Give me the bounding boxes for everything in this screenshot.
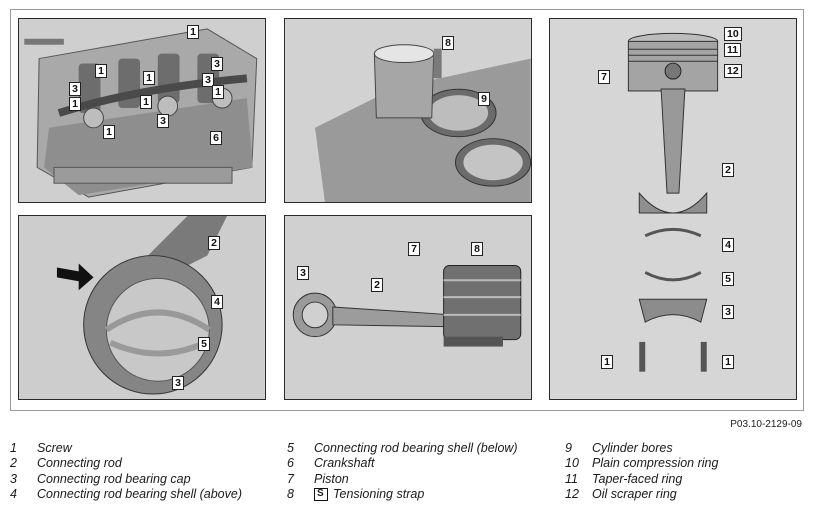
conrod-closeup-illustration	[19, 216, 265, 399]
callout-7: 7	[598, 70, 610, 84]
cylinder-bores-illustration	[285, 19, 531, 202]
callout-1: 1	[722, 355, 734, 369]
callout-1: 1	[140, 95, 152, 109]
callout-3: 3	[211, 57, 223, 71]
legend-number: 9	[565, 440, 572, 455]
legend-number: 7	[287, 471, 294, 486]
legend-column-2: 5 Connecting rod bearing shell (below) 6 C…	[287, 440, 518, 502]
callout-6: 6	[210, 131, 222, 145]
callout-5: 5	[722, 272, 734, 286]
callout-8: 8	[442, 36, 454, 50]
callout-1: 1	[95, 64, 107, 78]
panel-engine-block-crankshaft: 1 1 3 1 3 1 3 1 3 1 6 1	[18, 18, 266, 203]
legend-row: 11 Taper-faced ring	[565, 471, 718, 487]
engine-block-illustration	[19, 19, 265, 202]
callout-2: 2	[722, 163, 734, 177]
callout-12: 12	[724, 64, 742, 78]
callout-10: 10	[724, 27, 742, 41]
figure-code: P03.10-2129-09	[730, 419, 802, 430]
callout-2: 2	[371, 278, 383, 292]
piston-conrod-illustration	[550, 19, 796, 399]
callout-1: 1	[212, 85, 224, 99]
legend-row: 8 S Tensioning strap	[287, 487, 518, 503]
legend-label: Connecting rod	[37, 456, 122, 471]
legend-label-with-icon: S Tensioning strap	[314, 487, 424, 501]
legend-label: Plain compression ring	[592, 456, 719, 471]
panel-conrod-piston-strap: 7 8 3 2	[284, 215, 532, 400]
legend-row: 3 Connecting rod bearing cap	[10, 471, 242, 487]
legend-number: 12	[565, 487, 579, 502]
callout-7: 7	[408, 242, 420, 256]
legend-number: 3	[10, 471, 17, 486]
callout-2: 2	[208, 236, 220, 250]
legend-number: 2	[10, 456, 17, 471]
legend-number: 6	[287, 456, 294, 471]
legend-label: Cylinder bores	[592, 440, 673, 455]
legend-label: Crankshaft	[314, 456, 375, 471]
legend-label: Piston	[314, 471, 349, 486]
legend-label: Tensioning strap	[333, 487, 425, 502]
callout-3: 3	[69, 82, 81, 96]
panel-cylinder-bores: 8 9	[284, 18, 532, 203]
tool-icon: S	[314, 487, 328, 501]
callout-11: 11	[724, 43, 742, 57]
callout-9: 9	[478, 92, 490, 106]
legend-number: 4	[10, 487, 17, 502]
legend-label: Connecting rod bearing shell (above)	[37, 487, 242, 502]
legend-row: 6 Crankshaft	[287, 456, 518, 472]
callout-8: 8	[471, 242, 483, 256]
legend-number: 1	[10, 440, 17, 455]
legend-row: 9 Cylinder bores	[565, 440, 718, 456]
legend-row: 2 Connecting rod	[10, 456, 242, 472]
panel-piston-conrod-exploded: 10 11 7 12 2 4 5 3 1 1	[549, 18, 797, 400]
legend-row: 10 Plain compression ring	[565, 456, 718, 472]
callout-3: 3	[297, 266, 309, 280]
callout-4: 4	[211, 295, 223, 309]
callout-4: 4	[722, 238, 734, 252]
callout-1: 1	[103, 125, 115, 139]
legend-number: 8	[287, 487, 294, 502]
callout-3: 3	[722, 305, 734, 319]
legend-label: Connecting rod bearing shell (below)	[314, 440, 518, 455]
legend-row: 7 Piston	[287, 471, 518, 487]
conrod-piston-strap-illustration	[285, 216, 531, 399]
callout-3: 3	[172, 376, 184, 390]
legend-row: 1 Screw	[10, 440, 242, 456]
legend-label: Screw	[37, 440, 72, 455]
legend-column-3: 9 Cylinder bores 10 Plain compression ring…	[565, 440, 718, 502]
legend-label: Oil scraper ring	[592, 487, 677, 502]
callout-3: 3	[202, 73, 214, 87]
legend-label: Taper-faced ring	[592, 471, 683, 486]
callout-3: 3	[157, 114, 169, 128]
callout-1: 1	[187, 25, 199, 39]
callout-1: 1	[143, 71, 155, 85]
legend-number: 5	[287, 440, 294, 455]
legend-row: 5 Connecting rod bearing shell (below)	[287, 440, 518, 456]
callout-1: 1	[601, 355, 613, 369]
legend-label: Connecting rod bearing cap	[37, 471, 191, 486]
callout-1: 1	[69, 97, 81, 111]
legend-row: 12 Oil scraper ring	[565, 487, 718, 503]
legend-row: 4 Connecting rod bearing shell (above)	[10, 487, 242, 503]
callout-5: 5	[198, 337, 210, 351]
legend-number: 11	[565, 471, 578, 486]
panel-conrod-closeup: 2 4 5 3	[18, 215, 266, 400]
legend-number: 10	[565, 456, 579, 471]
